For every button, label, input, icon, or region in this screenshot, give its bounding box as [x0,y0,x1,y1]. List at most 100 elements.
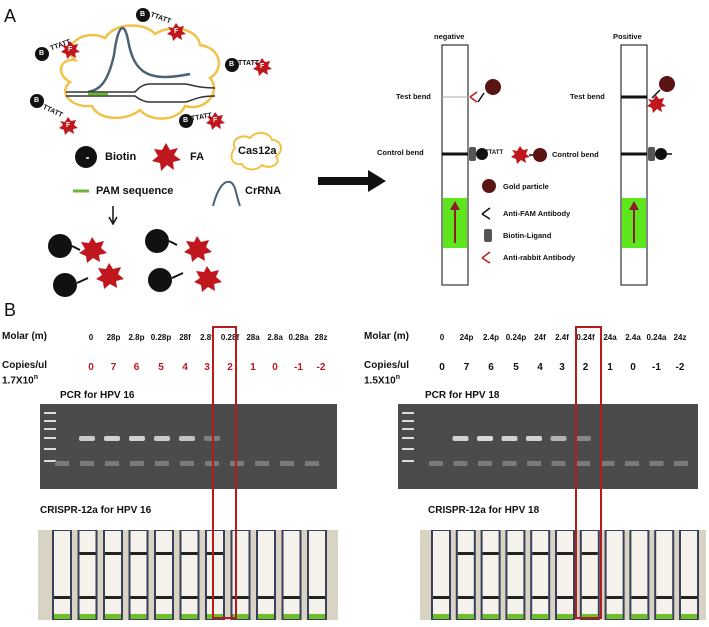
positive-flow-arrow [629,201,639,210]
negative-anti-rabbit [469,91,478,103]
primer-dimer-band [429,461,443,466]
pcr-product-band [575,436,591,441]
lane-label: 0 [88,333,94,342]
probe-b-label: B [39,50,45,57]
pcr-product-band [104,436,120,441]
strip-test-line [507,552,524,555]
strip-test-line [181,552,198,555]
pcr-product-band [501,436,518,441]
ladder-band [44,460,56,462]
lane-label: 2.4a [625,333,641,342]
strip-sample-pad [130,614,147,619]
strip-sample-pad [54,614,70,619]
panel-a-schematic [30,8,675,297]
lane-label: 2.8f [200,333,214,342]
primer-dimer-band [105,461,119,466]
lane-label: 0.24f [576,333,595,342]
strip-control-line [433,596,449,599]
hpv18-crispr-title: CRISPR-12a for HPV 18 [428,505,540,516]
ladder-band [402,460,414,462]
hpv18-strip-photo [420,530,706,620]
big-right-arrow [318,170,386,192]
hpv16-pcr-gel [40,404,337,489]
strip-control-line [258,596,274,599]
strip-sample-pad [606,614,623,619]
lane-label: 2 [582,362,589,373]
strip-control-line [581,596,598,599]
strip-control-line [656,596,673,599]
lane-label: 2.4f [555,333,569,342]
lane-label: 1 [607,362,613,373]
primer-dimer-band [80,461,94,466]
lateral-flow-strip [307,530,327,620]
hpv16-copies-label: Copies/ul [2,360,48,371]
biotin-ligand-key-label: Biotin-Ligand [503,231,552,240]
strip-control-line [309,596,325,599]
ladder-band [402,448,414,450]
primer-dimer-band [649,461,664,466]
lateral-flow-strip [455,530,476,620]
probe3-b-label: B [229,61,235,68]
anti-rabbit-key-label: Anti-rabbit Antibody [503,253,576,262]
primer-dimer-band [155,461,169,466]
primer-dimer-band [130,461,144,466]
lateral-flow-strip [555,530,575,620]
lane-label: 2.8a [267,333,283,342]
probe-bottom-left [30,94,78,135]
positive-control-label: Control bend [552,150,599,159]
negative-control-label: Control bend [377,148,424,157]
strip-sample-pad [532,614,549,619]
probe-bottom-right [179,112,225,130]
lane-label: 7 [463,362,470,373]
strip-control-line [130,596,147,599]
strip-test-line [156,552,172,555]
strip-test-line [130,552,147,555]
probe-top-left [35,41,80,61]
lateral-flow-strip [505,530,526,620]
strip-control-line [532,596,549,599]
primer-dimer-band [502,461,517,466]
strip-sample-pad [181,614,198,619]
strip-sample-pad [283,614,300,619]
strip-sample-pad [457,614,474,619]
lane-label: 0.28f [220,333,240,342]
biotin-icon [75,146,97,168]
lane-label: 0.28p [150,333,172,342]
lateral-flow-strip [52,530,72,620]
pcr-product-band [129,436,145,441]
pcr-product-band [452,436,469,441]
anti-fam-key-label: Anti-FAM Antibody [503,209,571,218]
strip-test-line [207,552,223,555]
primer-dimer-band [280,461,294,466]
primer-dimer-band [551,461,566,466]
pcr-product-band [526,436,542,441]
strip-control-line [606,596,623,599]
strip-control-line [681,596,697,599]
probe2-f-label: F [174,28,179,35]
hpv16-crispr-title: CRISPR-12a for HPV 16 [40,505,152,516]
strip-sample-pad [207,614,223,619]
hpv16-copies-base: 1.7X10n [2,374,38,387]
negative-test-label: Test bend [396,92,431,101]
lane-label: 2.8p [128,333,145,342]
lane-label: 0.24p [505,333,527,342]
fa-legend-label: FA [190,151,205,163]
strip-test-line [557,552,573,555]
biotin-ligand-key-icon [484,229,492,242]
panel-a-letter: A [4,6,17,26]
strip-sample-pad [258,614,274,619]
lane-label: -1 [294,362,303,373]
probe-top-center [136,8,186,41]
lane-label: 28z [314,333,328,342]
lateral-flow-strip [128,530,149,620]
strip-sample-pad [232,614,249,619]
lane-label: 0.28a [288,333,309,342]
strip-test-line [532,552,549,555]
strip-test-line [79,552,96,555]
crrna-curve [87,26,191,94]
probe5-f-label: F [213,117,218,124]
primer-dimer-band [453,461,468,466]
ladder-band [402,437,414,439]
